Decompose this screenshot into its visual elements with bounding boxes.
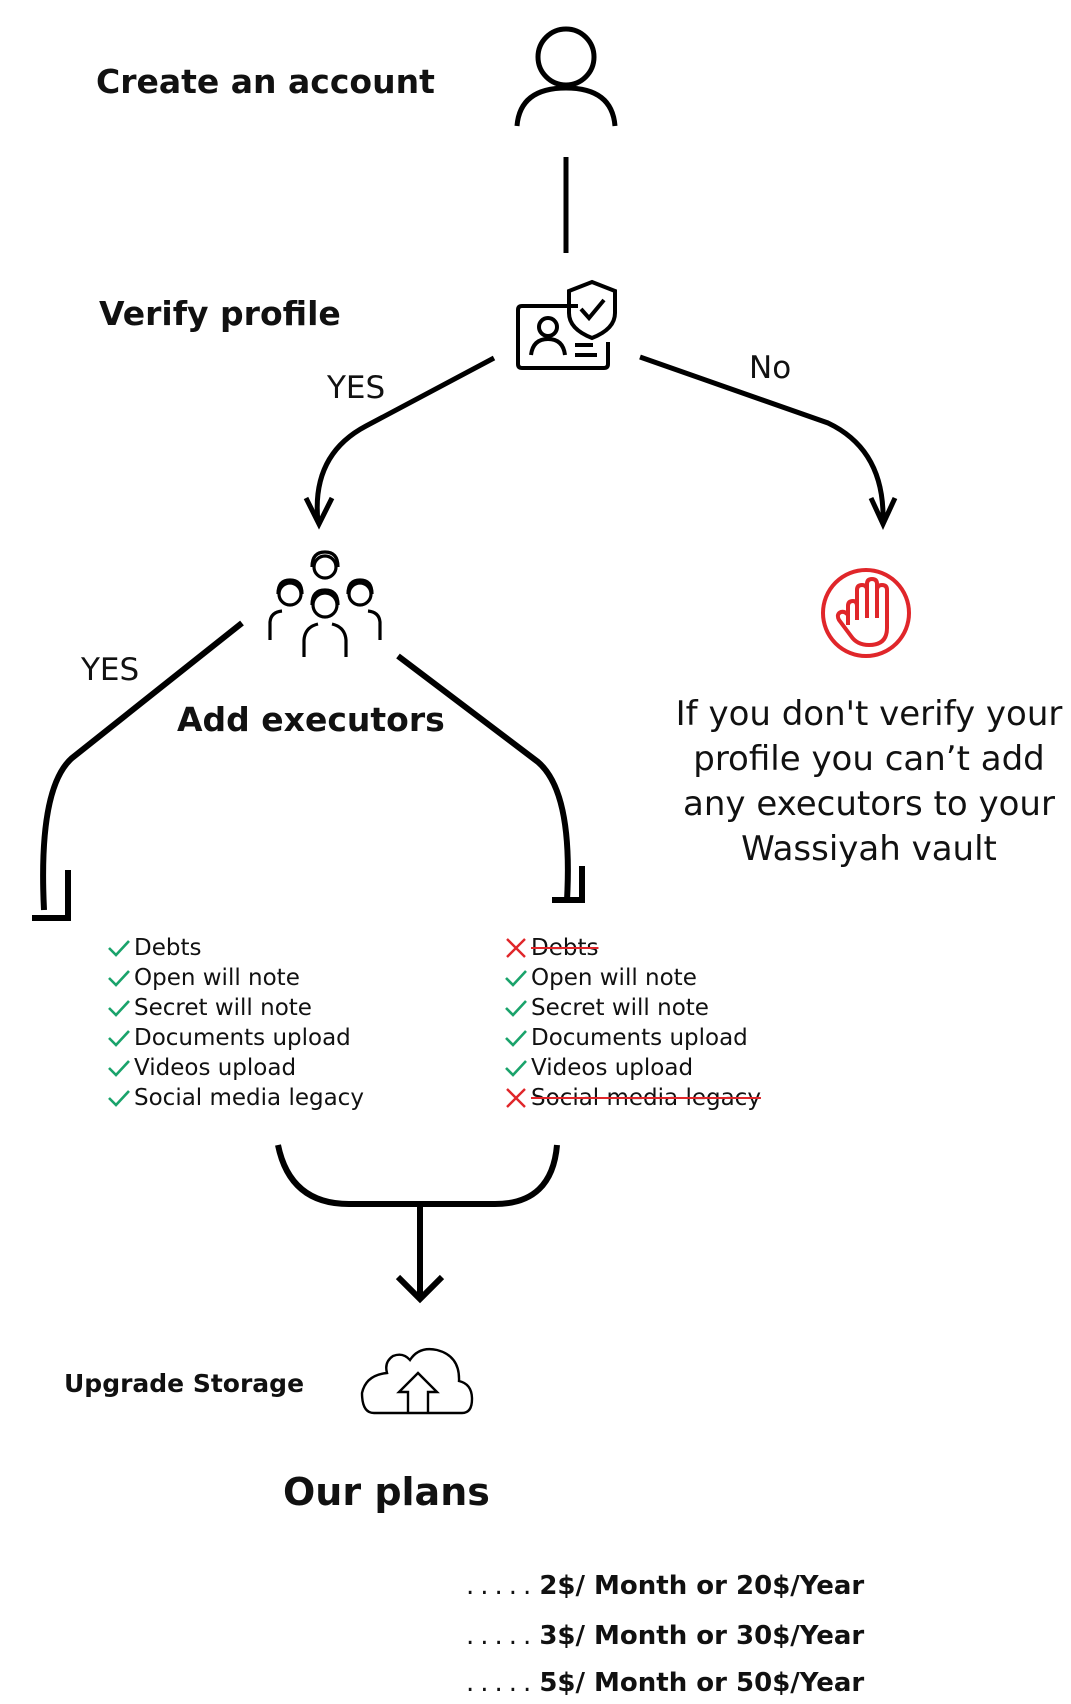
list-item: Open will note: [106, 963, 364, 993]
plan-item: ..... 3$/ Month or 30$/Year: [466, 1621, 864, 1651]
warning-text: If you don't verify your profile you can…: [675, 694, 1063, 869]
merge-connector: [275, 1144, 560, 1304]
list-item: Videos upload: [106, 1053, 364, 1083]
plan-price: 3$/ Month or 30$/Year: [539, 1621, 865, 1651]
check-icon: [503, 1057, 529, 1079]
arrow-executors-yes: [32, 620, 244, 921]
list-item: Secret will note: [106, 993, 364, 1023]
plan-price: 5$/ Month or 50$/Year: [539, 1668, 865, 1698]
list-item: Social media legacy: [503, 1083, 761, 1113]
user-icon: [514, 26, 618, 127]
list-item: Open will note: [503, 963, 761, 993]
list-item: Videos upload: [503, 1053, 761, 1083]
list-item: Debts: [106, 933, 364, 963]
check-icon: [503, 997, 529, 1019]
list-item: Documents upload: [503, 1023, 761, 1053]
plan-leader-dots: .....: [466, 1571, 538, 1601]
id-card-shield-icon: [516, 279, 617, 370]
cloud-upload-icon: [360, 1347, 474, 1415]
branch-label-verified-no: No: [749, 350, 792, 386]
list-item: Debts: [503, 933, 761, 963]
check-icon: [106, 1027, 132, 1049]
feature-list-without-executors: Debts Open will note Secret will note Do…: [503, 933, 761, 1113]
check-icon: [106, 937, 132, 959]
cross-icon: [503, 1087, 529, 1109]
check-icon: [106, 1057, 132, 1079]
arrow-verify-yes: [303, 355, 496, 530]
feature-list-with-executors: Debts Open will note Secret will note Do…: [106, 933, 364, 1113]
branch-label-executors-yes: YES: [81, 652, 140, 688]
check-icon: [503, 1027, 529, 1049]
arrow-executors-no: [396, 653, 585, 903]
list-item: Documents upload: [106, 1023, 364, 1053]
plan-item: ..... 2$/ Month or 20$/Year: [466, 1571, 864, 1601]
check-icon: [503, 967, 529, 989]
check-icon: [106, 967, 132, 989]
step-verify-profile: Verify profile: [99, 294, 341, 333]
stop-hand-icon: [821, 568, 911, 658]
list-item: Social media legacy: [106, 1083, 364, 1113]
cross-icon: [503, 937, 529, 959]
check-icon: [106, 1087, 132, 1109]
plan-item: ..... 5$/ Month or 50$/Year: [466, 1668, 864, 1698]
plans-title: Our plans: [283, 1470, 490, 1514]
step-add-executors: Add executors: [177, 700, 445, 739]
plan-leader-dots: .....: [466, 1668, 538, 1698]
list-item: Secret will note: [503, 993, 761, 1023]
check-icon: [106, 997, 132, 1019]
group-icon: [268, 550, 382, 657]
step-upgrade-storage: Upgrade Storage: [64, 1369, 305, 1398]
branch-label-verified-yes: YES: [327, 370, 386, 406]
step-create-account: Create an account: [96, 62, 435, 101]
plan-price: 2$/ Month or 20$/Year: [539, 1571, 865, 1601]
arrow-verify-no: [639, 354, 898, 530]
plan-leader-dots: .....: [466, 1621, 538, 1651]
